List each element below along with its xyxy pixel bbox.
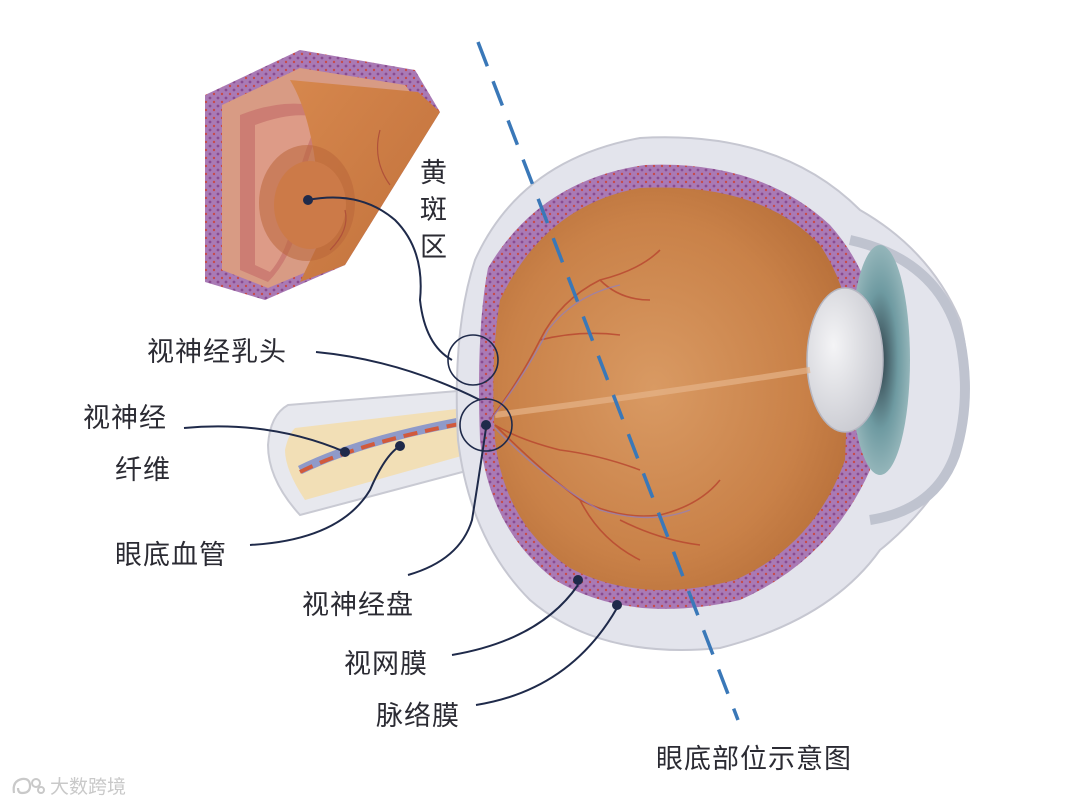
leader-choroid xyxy=(475,607,618,706)
leader-optic-papilla xyxy=(315,351,481,401)
fundus-vessels-network xyxy=(489,249,721,561)
fundus-region-dashed-line xyxy=(476,41,740,721)
label-retina: 视网膜 xyxy=(344,649,428,680)
caption-fundus-diagram: 眼底部位示意图 xyxy=(656,744,852,775)
leader-retina xyxy=(451,584,579,656)
label-optic-fiber-line2: 纤维 xyxy=(115,455,171,486)
label-choroid: 脉络膜 xyxy=(376,701,460,732)
leader-dots xyxy=(303,195,622,610)
watermark-text: 大数跨境 xyxy=(50,776,127,798)
watermark: 大数跨境 xyxy=(10,772,126,799)
leader-fundus-vessels xyxy=(249,445,401,546)
leader-macula xyxy=(307,196,453,361)
label-optic-fiber-line1: 视神经 xyxy=(83,403,167,434)
leader-optic-disc xyxy=(407,427,487,576)
label-optic-disc: 视神经盘 xyxy=(302,590,414,621)
label-macula: 黄斑区 xyxy=(420,158,448,263)
optic-disc-circle xyxy=(459,398,513,452)
label-fundus-vessels: 眼底血管 xyxy=(115,540,227,571)
optic-papilla-circle xyxy=(447,334,499,386)
leader-lines xyxy=(183,196,618,706)
macula-block xyxy=(205,50,440,300)
label-optic-papilla: 视神经乳头 xyxy=(147,337,287,368)
optic-nerve xyxy=(266,388,471,517)
eyeball xyxy=(455,136,970,651)
watermark-logo-icon xyxy=(12,777,45,794)
leader-optic-fiber xyxy=(183,425,346,453)
